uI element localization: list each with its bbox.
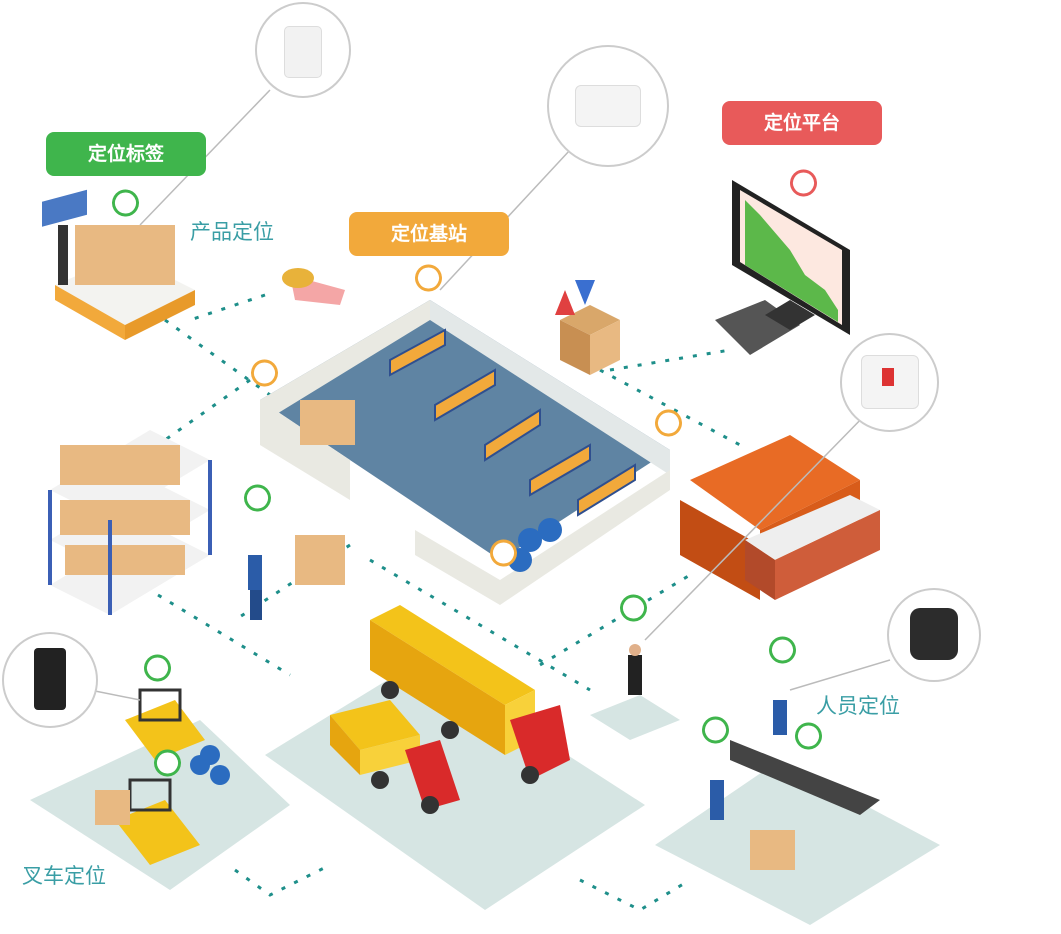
badge-device-callout	[887, 588, 981, 682]
storage-shelves	[48, 430, 212, 615]
badge-base-station: 定位基站	[349, 212, 509, 256]
tag-device-callout	[255, 2, 351, 98]
base-station-device-callout	[547, 45, 669, 167]
conveyor-floor	[655, 760, 940, 925]
label-personnel-positioning: 人员定位	[816, 694, 900, 718]
forklifts	[95, 688, 230, 865]
scale-with-boxes	[42, 189, 195, 340]
label-product-positioning: 产品定位	[190, 220, 274, 244]
shipping-container	[680, 435, 880, 600]
barcode-scanner	[282, 268, 345, 305]
monitor-platform	[715, 180, 850, 355]
person-floor	[590, 695, 680, 740]
location-pins	[112, 169, 822, 777]
badge-location-platform: 定位平台	[722, 101, 882, 145]
package-box	[555, 280, 620, 375]
red-truck	[330, 700, 460, 814]
platform-device-callout	[840, 333, 939, 432]
workers	[248, 535, 880, 870]
forklift-device-callout	[2, 632, 98, 728]
badge-location-tag: 定位标签	[46, 132, 206, 176]
label-forklift-positioning: 叉车定位	[22, 864, 106, 888]
warehouse	[260, 300, 670, 605]
yellow-truck	[370, 605, 570, 784]
